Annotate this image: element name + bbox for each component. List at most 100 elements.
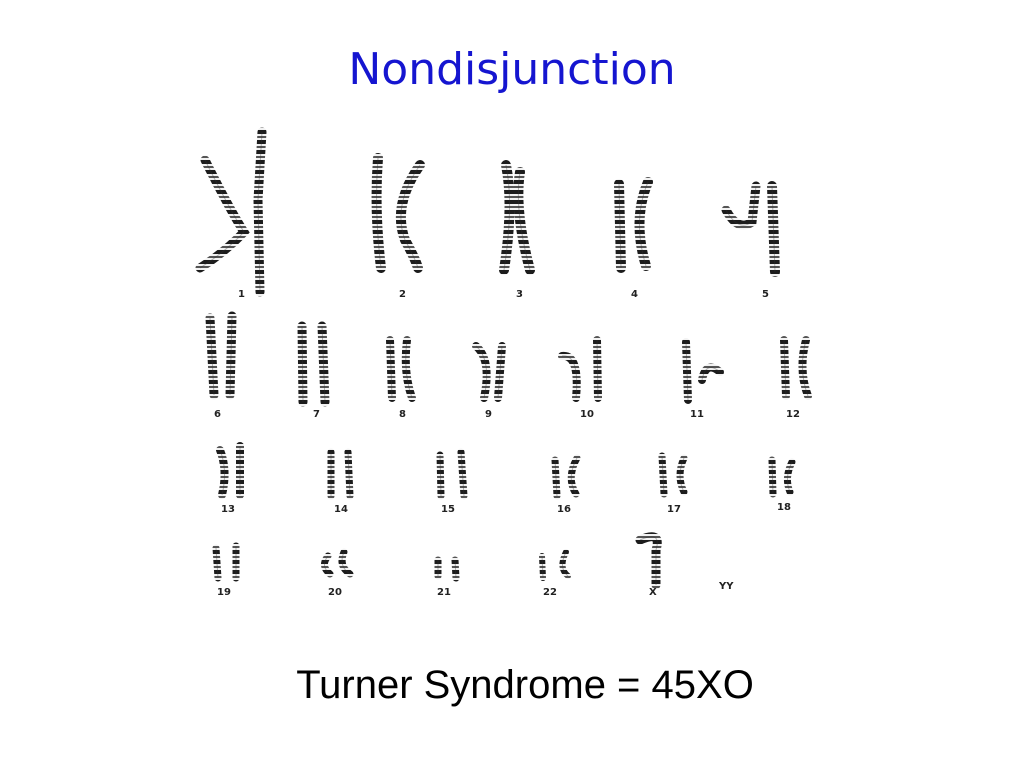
label-21: 21 [437, 587, 451, 598]
chromosome-outline [215, 547, 219, 579]
chromosome-outline [229, 315, 233, 396]
chromosome-outline [561, 355, 578, 399]
chromosome-outline [341, 551, 351, 575]
chromosome-shape [499, 160, 515, 275]
chromosome-outline [517, 171, 531, 271]
chromosome-shape [216, 446, 229, 499]
chromosome-shape [395, 160, 425, 273]
chromosome-shape [593, 336, 602, 402]
chromosome-outline [301, 325, 304, 403]
chromosome-outline [554, 459, 558, 497]
slide-title: Nondisjunction [348, 44, 676, 95]
chromosome-outline [389, 339, 393, 399]
chromosome-outline [400, 164, 421, 269]
label-8: 8 [399, 409, 406, 420]
chromosome-shape [401, 336, 416, 402]
chromosome-outline [771, 185, 776, 273]
chromosome-outline [562, 551, 569, 577]
chromosome-outline [405, 339, 413, 399]
chromosome-group [195, 127, 812, 590]
chromosome-outline [439, 454, 442, 497]
chromosome-shape [798, 336, 812, 400]
chromosome-outline [199, 159, 245, 269]
chromosome-outline [639, 536, 658, 585]
chromosome-shape [371, 153, 386, 273]
chromosome-shape [768, 456, 777, 498]
chromosome-shape [195, 155, 250, 273]
chromosome-shape [558, 352, 581, 402]
chromosome-outline [783, 339, 787, 397]
label-x: X [649, 587, 657, 598]
chromosome-outline [219, 449, 226, 496]
label-14: 14 [334, 504, 348, 515]
chromosome-outline [618, 183, 622, 269]
chromosome-shape [494, 342, 506, 402]
chromosome-shape [567, 454, 581, 498]
chromosome-outline [497, 345, 503, 399]
label-5: 5 [762, 289, 769, 300]
chromosome-shape [436, 451, 445, 500]
chromosome-outline [639, 181, 649, 267]
chromosome-outline [376, 157, 382, 269]
chromosome-shape [386, 336, 396, 402]
chromosome-shape [698, 363, 724, 384]
chromosome-outline [209, 317, 215, 396]
chromosome-outline [701, 367, 721, 381]
label-12: 12 [786, 409, 800, 420]
chromosome-shape [344, 448, 354, 500]
chromosome-shape [767, 181, 780, 277]
chromosome-shape [634, 177, 653, 271]
chromosome-shape [559, 549, 571, 579]
chromosome-shape [321, 552, 334, 578]
chromosome-shape [539, 553, 546, 581]
chromosome-outline [321, 325, 326, 403]
label-10: 10 [580, 409, 594, 420]
chromosome-shape [253, 127, 267, 297]
chromosome-shape [225, 311, 237, 400]
chromosome-shape [212, 544, 222, 582]
label-7: 7 [313, 409, 320, 420]
chromosome-outline [596, 339, 599, 399]
chromosome-outline [257, 131, 263, 293]
chromosome-outline [685, 341, 689, 401]
chromosome-outline [679, 457, 685, 493]
label-18: 18 [777, 502, 791, 513]
chromosome-shape [297, 321, 308, 407]
label-17: 17 [667, 504, 681, 515]
chromosome-shape [205, 313, 219, 400]
label-1: 1 [238, 289, 245, 300]
chromosome-outline [771, 459, 774, 495]
chromosome-outline [725, 185, 757, 226]
slide-caption: Turner Syndrome = 45XO [296, 663, 754, 707]
chromosome-shape [451, 556, 460, 582]
chromosome-outline [570, 457, 578, 495]
chromosome-shape [658, 452, 668, 498]
chromosome-outline [503, 164, 511, 271]
label-13: 13 [221, 504, 235, 515]
chromosome-outline [475, 345, 488, 399]
label-22: 22 [543, 587, 557, 598]
chromosome-shape [338, 548, 354, 578]
label-4: 4 [631, 289, 638, 300]
chromosome-shape [513, 167, 535, 275]
label-20: 20 [328, 587, 342, 598]
chromosome-shape [614, 179, 626, 273]
chromosome-outline [460, 451, 465, 497]
chromosome-shape [472, 342, 491, 402]
label-19: 19 [217, 587, 231, 598]
chromosome-shape [551, 456, 561, 500]
label-11: 11 [690, 409, 704, 420]
chromosome-shape [317, 321, 330, 407]
chromosome-shape [635, 532, 662, 590]
chromosome-shape [783, 458, 796, 496]
label-yy: YY [718, 581, 734, 592]
label-16: 16 [557, 504, 571, 515]
chromosome-shape [721, 181, 761, 230]
label-2: 2 [399, 289, 406, 300]
chromosome-shape [676, 454, 688, 496]
label-9: 9 [485, 409, 492, 420]
label-6: 6 [214, 409, 221, 420]
chromosome-outline [324, 555, 331, 575]
